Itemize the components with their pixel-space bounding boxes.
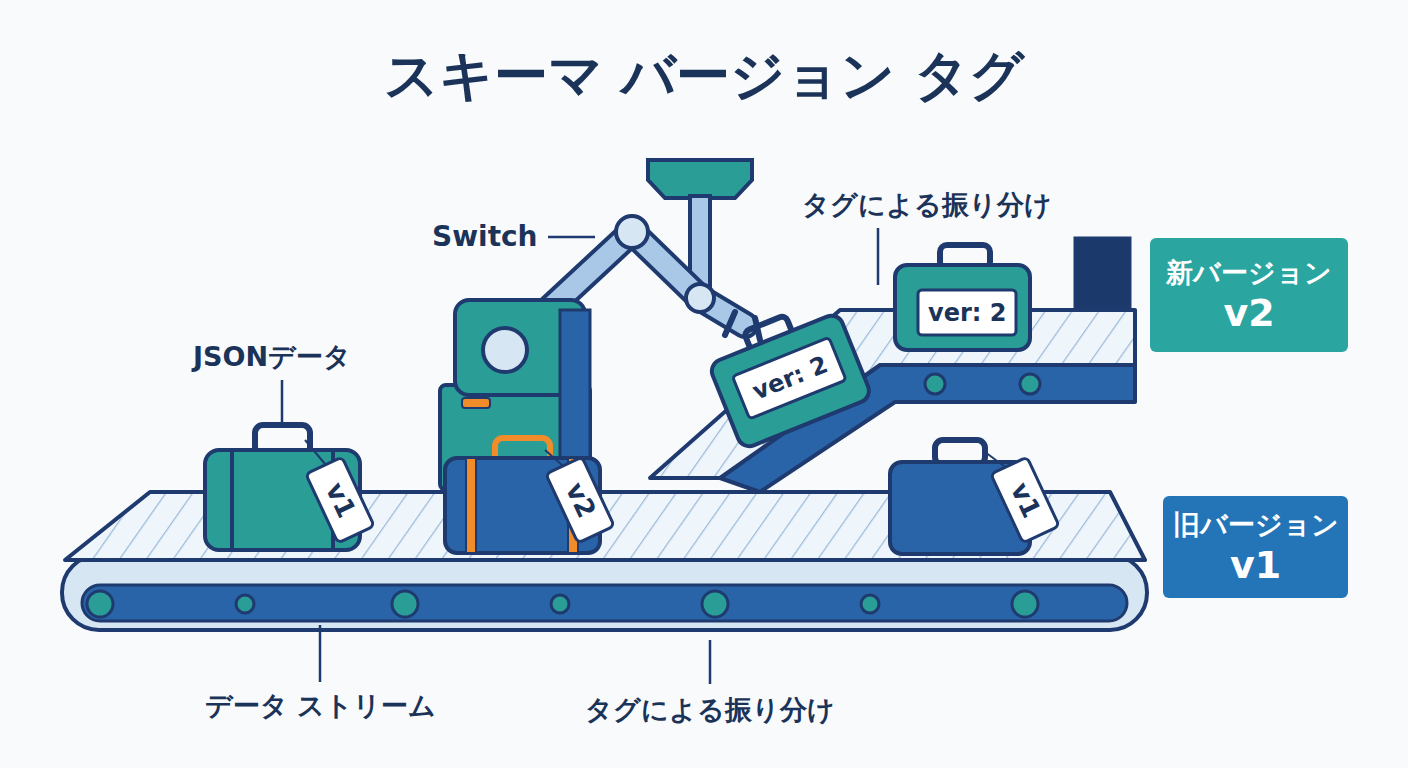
ramp-conveyor-part: [925, 374, 945, 394]
annotation: タグによる振り分け: [585, 695, 835, 725]
leader-line-part: [709, 640, 712, 684]
suitcase-part: [546, 457, 614, 543]
main-conveyor-part: [62, 555, 1147, 630]
leader-line-part: [281, 380, 284, 425]
version-number: v1: [1230, 543, 1281, 587]
main-conveyor-part: [82, 585, 1127, 621]
leader-line-part: [548, 236, 595, 239]
leader-line: [282, 228, 878, 684]
robot-arm-part: [483, 328, 527, 372]
version-number: v2: [1223, 291, 1274, 335]
suitcase-part: [708, 312, 872, 450]
main-conveyor-part: [551, 595, 569, 613]
part-label: Switch: [432, 222, 538, 253]
leader-line-part: [319, 625, 322, 682]
suitcase: [702, 296, 873, 450]
suitcase-part: [732, 337, 846, 419]
main-conveyor-part: [236, 595, 254, 613]
main-conveyor-part: [702, 591, 728, 617]
ramp-conveyor: [650, 238, 1135, 492]
main-conveyor-part: [87, 591, 113, 617]
main-conveyor-part: [861, 595, 879, 613]
version-box: 旧バージョンv1: [1163, 496, 1348, 598]
suitcase-part: [306, 457, 374, 543]
ramp-conveyor-part: [1075, 238, 1130, 313]
ramp-conveyor-part: [1020, 374, 1040, 394]
robot-arm-part: [560, 310, 590, 480]
suitcase-part: [230, 452, 234, 548]
box-heading: 新バージョン: [1166, 255, 1332, 291]
ramp-conveyor-part: [650, 310, 1135, 478]
suitcase-part: [918, 290, 1016, 335]
robot-arm: [440, 160, 760, 490]
diagram-title: スキーマ バージョン タグ: [0, 40, 1408, 113]
suitcase-part: [895, 265, 1030, 350]
suitcase: [445, 438, 614, 553]
leader-line-part: [877, 228, 880, 285]
robot-arm-part: [648, 160, 752, 198]
robot-arm-part: [686, 284, 714, 312]
robot-arm-part: [616, 216, 648, 248]
suitcase: [895, 245, 1030, 350]
main-conveyor-part: [1012, 591, 1038, 617]
suitcase: [205, 425, 374, 550]
part-label: JSONデータ: [193, 342, 351, 372]
suitcase-part: [466, 458, 476, 553]
robot-arm-part: [462, 398, 490, 408]
annotation: タグによる振り分け: [802, 190, 1052, 220]
box-heading: 旧バージョン: [1173, 507, 1339, 543]
main-conveyor-part: [392, 591, 418, 617]
part-label: データ ストリーム: [205, 691, 436, 721]
version-box: 新バージョンv2: [1150, 238, 1348, 352]
version-tag: ver: 2: [928, 300, 1006, 326]
suitcase-part: [991, 457, 1059, 543]
suitcase: [890, 440, 1059, 554]
